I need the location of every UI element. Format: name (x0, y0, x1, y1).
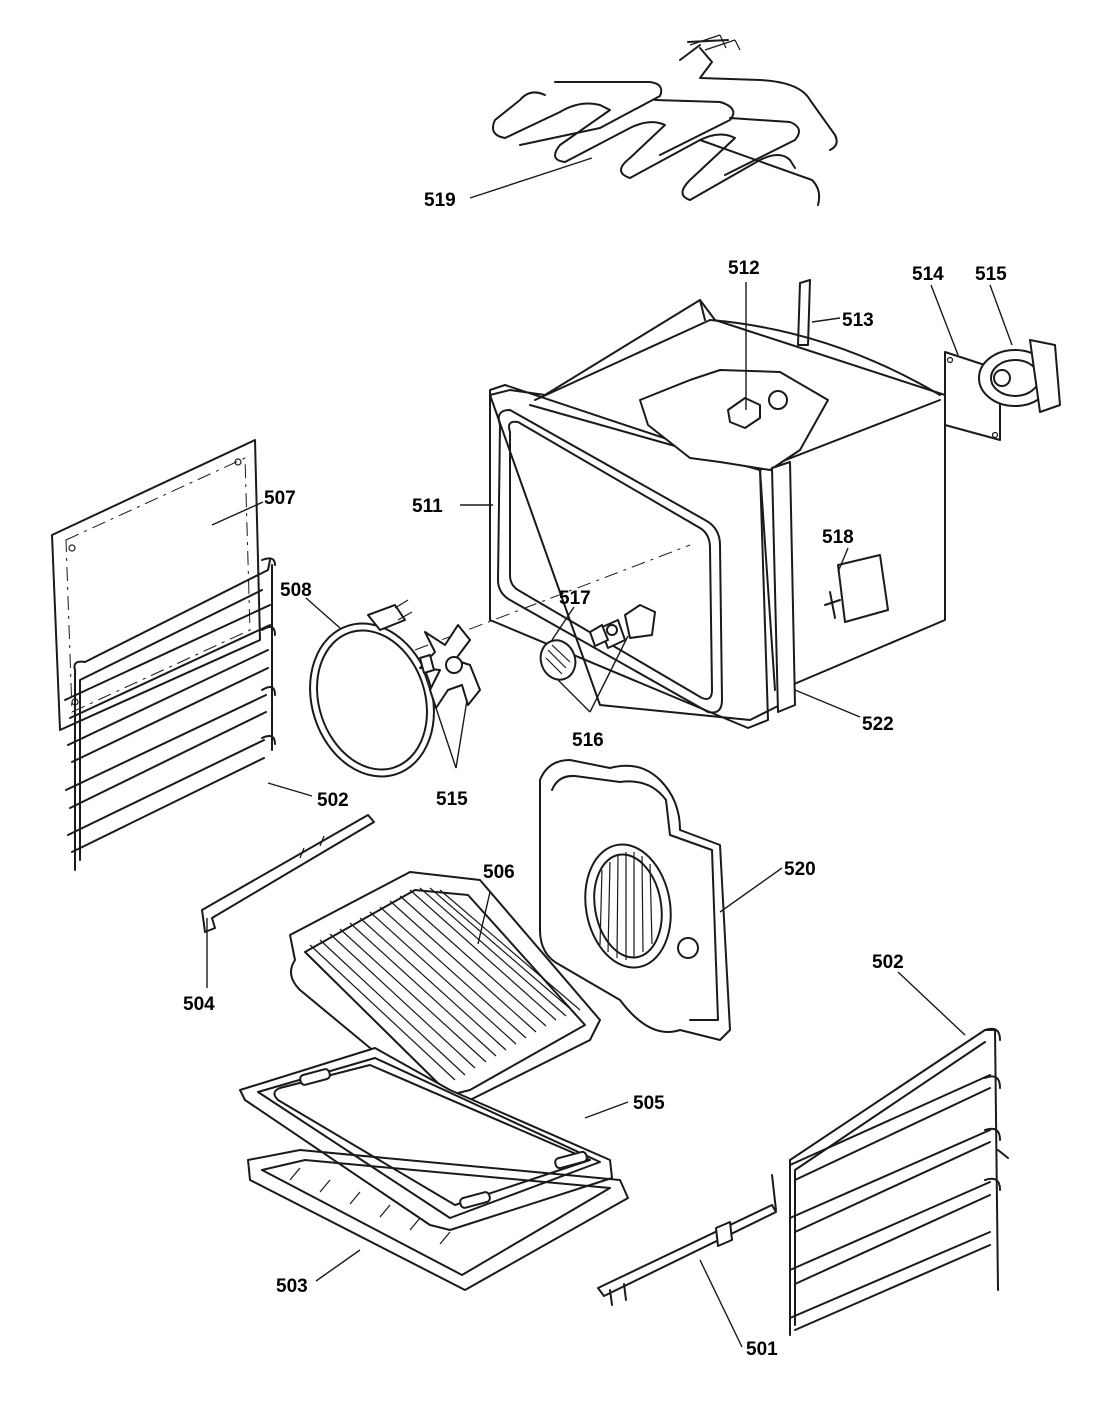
callout-520: 520 (784, 859, 816, 880)
shelf-frame (247, 1149, 629, 1291)
callout-514: 514 (912, 264, 944, 285)
callout-502-right: 502 (872, 952, 904, 973)
callout-501: 501 (746, 1339, 778, 1360)
circular-heating-element (309, 599, 435, 778)
callout-labels: 519 512 513 514 515 507 511 518 508 517 … (183, 190, 1007, 1360)
shelf-runner-right (789, 1027, 1009, 1336)
callout-505: 505 (633, 1093, 665, 1114)
back-panel (51, 439, 261, 731)
callout-515-fan: 515 (436, 789, 468, 810)
callout-519: 519 (424, 190, 456, 211)
callout-518: 518 (822, 527, 854, 548)
callout-508: 508 (280, 580, 312, 601)
shelf-runner-left (64, 557, 276, 871)
leader-lines (206, 157, 1013, 1348)
oven-tray (239, 1047, 613, 1231)
fan-motor (978, 339, 1061, 413)
callout-504: 504 (183, 994, 215, 1015)
callout-506: 506 (483, 862, 515, 883)
side-bracket (201, 814, 375, 933)
oven-cavity (414, 299, 946, 729)
callout-502-left: 502 (317, 790, 349, 811)
callout-511: 511 (412, 496, 443, 517)
callout-513: 513 (842, 310, 874, 331)
rear-fan-cover (539, 759, 731, 1041)
cavity-rod (797, 279, 811, 346)
wire-shelf (289, 871, 601, 1111)
grill-heating-element (492, 34, 838, 206)
callout-503: 503 (276, 1276, 308, 1297)
callout-516: 516 (572, 730, 604, 751)
callout-522: 522 (862, 714, 894, 735)
lamp-assembly (539, 624, 618, 681)
callout-515-motor: 515 (975, 264, 1007, 285)
callout-517: 517 (559, 588, 591, 609)
callout-512: 512 (728, 258, 760, 279)
fan-blade (419, 624, 481, 709)
callout-507: 507 (264, 488, 296, 509)
lower-rail (597, 1174, 777, 1306)
